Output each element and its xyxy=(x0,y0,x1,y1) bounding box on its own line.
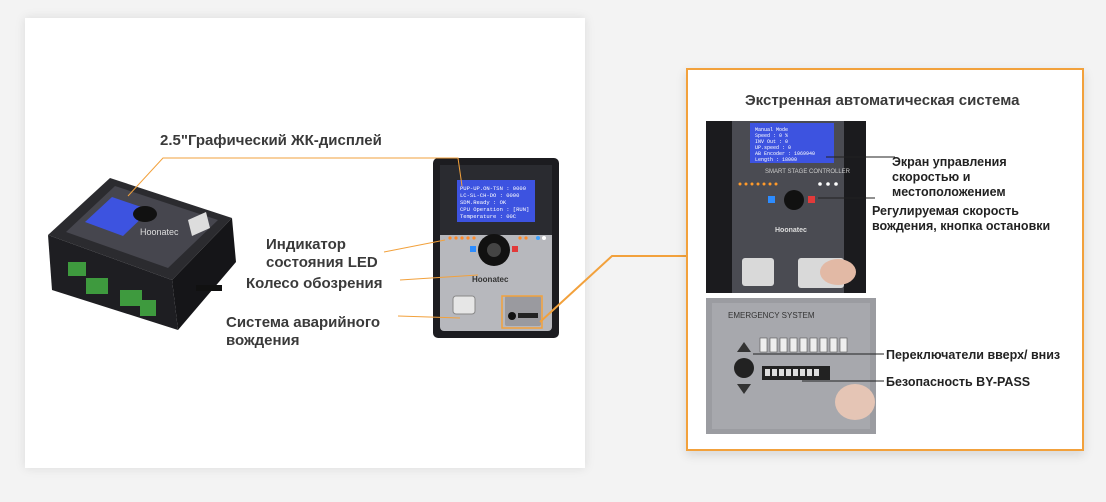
switch-label: Переключатели вверх/ вниз xyxy=(886,348,1061,362)
right-emergency-card xyxy=(686,68,1084,451)
emergency-label: Система аварийного вождения xyxy=(226,314,381,349)
lcd-label: 2.5"Графический ЖК-дисплей xyxy=(160,132,382,149)
right-title: Экстренная автоматическая система xyxy=(745,92,1020,109)
screen-label: Экран управления скоростью и местоположе… xyxy=(892,155,1007,199)
speed-label: Регулируемая скорость вождения, кнопка о… xyxy=(872,204,1051,233)
led-label: Индикатор состояния LED xyxy=(266,236,378,271)
wheel-label: Колесо обозрения xyxy=(246,275,383,292)
bypass-label: Безопасность BY-PASS xyxy=(886,375,1031,389)
